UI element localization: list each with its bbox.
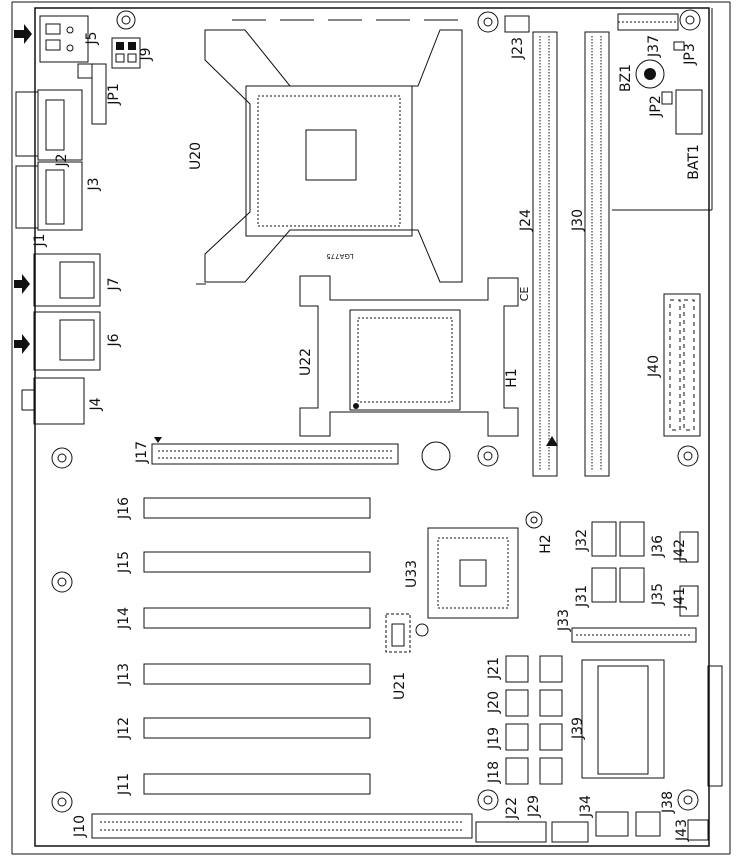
label-j14: J14 <box>116 607 132 630</box>
j30-dimm-slot <box>584 31 610 477</box>
label-j3: J3 <box>86 177 102 191</box>
mount-hole <box>116 10 136 30</box>
label-j5: J5 <box>84 31 100 45</box>
label-j34: J34 <box>578 795 594 818</box>
expansion-slots <box>143 497 371 795</box>
label-j23: J23 <box>510 37 526 60</box>
label-j33: J33 <box>556 609 572 632</box>
j37-header <box>617 13 679 31</box>
label-j2: J2 <box>54 153 70 167</box>
j4-audio-connector <box>21 377 85 425</box>
label-h2: H2 <box>538 534 554 553</box>
j10-edge-connector <box>91 813 473 839</box>
label-u20: U20 <box>188 142 204 170</box>
label-j37: J37 <box>646 35 662 58</box>
label-bz1: BZ1 <box>618 64 634 92</box>
board-outline <box>34 7 710 847</box>
label-bat1: BAT1 <box>686 144 702 180</box>
label-j15: J15 <box>116 551 132 574</box>
jumper-headers-column <box>505 655 563 785</box>
label-u22: U22 <box>298 348 314 376</box>
j5-usb-connector <box>14 15 89 63</box>
u21-chip <box>385 613 429 653</box>
bat1-battery <box>675 89 703 135</box>
label-j42: J42 <box>672 539 688 562</box>
label-j6: J6 <box>106 333 122 347</box>
label-j10: J10 <box>72 815 88 838</box>
label-j20: J20 <box>486 691 502 714</box>
j3-connector <box>15 161 83 231</box>
j39-cf-slot <box>581 659 723 787</box>
u22-chip-area <box>299 275 519 437</box>
label-u33: U33 <box>404 560 420 588</box>
label-j38: J38 <box>660 791 676 814</box>
jp1-header <box>77 63 107 125</box>
label-j18: J18 <box>486 761 502 784</box>
label-j24: J24 <box>518 209 534 232</box>
label-u21: U21 <box>392 672 408 700</box>
jp2-jumper <box>661 91 673 105</box>
label-j31: J31 <box>574 585 590 608</box>
label-j11: J11 <box>116 773 132 796</box>
jp3-jumper <box>673 41 685 51</box>
j6-lan-usb-connector <box>14 311 101 371</box>
battery-holder <box>421 441 451 471</box>
label-j4: J4 <box>88 397 104 411</box>
arrow-icon <box>14 24 32 44</box>
label-jp3: JP3 <box>682 43 698 65</box>
u33-chip <box>427 527 519 619</box>
label-j41: J41 <box>672 587 688 610</box>
j33-header <box>571 627 697 643</box>
label-j19: J19 <box>486 727 502 750</box>
label-j39: J39 <box>570 717 586 740</box>
label-lga775: LGA775 <box>326 252 353 260</box>
label-j16: J16 <box>116 497 132 520</box>
label-j17: J17 <box>134 441 150 464</box>
label-j40: J40 <box>646 355 662 378</box>
j9-header <box>111 10 141 69</box>
label-ce-mark: CE <box>518 287 531 302</box>
label-j35: J35 <box>650 583 666 606</box>
label-j30: J30 <box>570 209 586 232</box>
label-j9: J9 <box>138 47 154 61</box>
sata-connectors <box>591 521 699 617</box>
bz1-buzzer <box>635 59 665 89</box>
label-h1: H1 <box>504 368 520 387</box>
label-j22: J22 <box>504 797 520 820</box>
mount-holes <box>51 9 701 813</box>
label-j43: J43 <box>674 819 690 842</box>
label-j12: J12 <box>116 717 132 740</box>
label-jp1: JP1 <box>106 83 122 105</box>
arrow-icon <box>14 334 30 354</box>
u20-cpu-socket <box>196 19 466 285</box>
j40-power-connector <box>663 293 701 437</box>
label-j36: J36 <box>650 535 666 558</box>
label-jp2: JP2 <box>648 95 664 117</box>
j24-dimm-slot <box>532 31 558 477</box>
arrow-icon <box>14 274 30 294</box>
label-j32: J32 <box>574 529 590 552</box>
j7-lan-usb-connector <box>14 253 101 307</box>
j23-header <box>504 15 530 33</box>
label-j1: J1 <box>32 233 48 247</box>
label-j29: J29 <box>526 795 542 818</box>
label-j7: J7 <box>106 277 122 291</box>
label-j21: J21 <box>486 657 502 680</box>
j2-vga-connector <box>15 89 83 161</box>
label-j13: J13 <box>116 663 132 686</box>
bottom-right-headers <box>475 811 709 843</box>
j17-header <box>151 437 451 471</box>
